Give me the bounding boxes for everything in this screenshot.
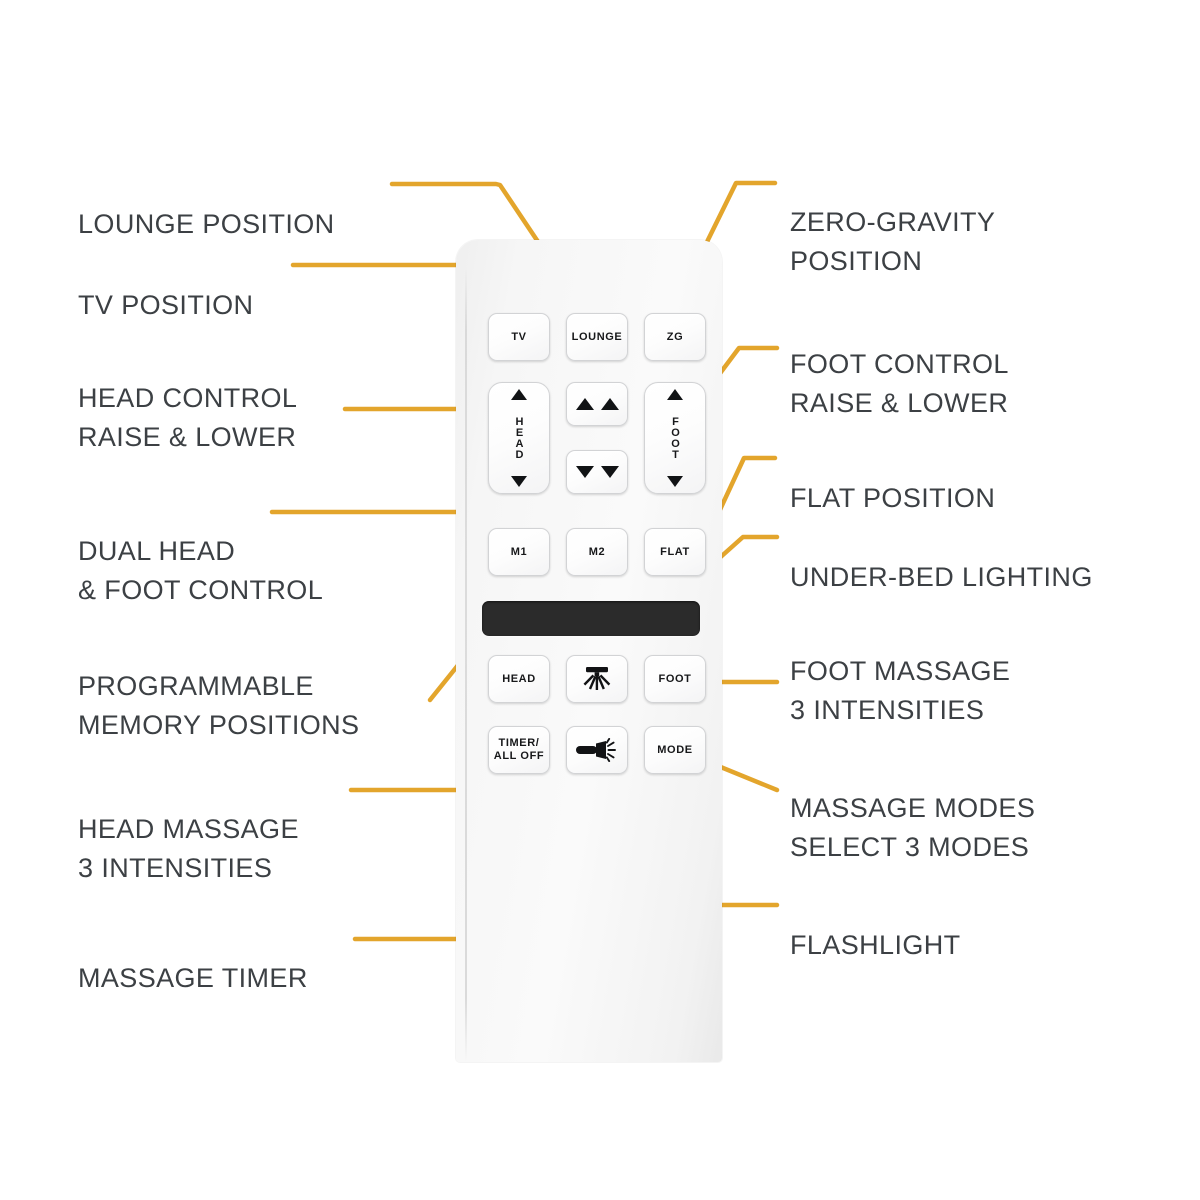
button-head-raise-lower[interactable]: HEAD	[488, 382, 550, 494]
callout-tv-position: TV POSITION	[78, 248, 253, 325]
button-memory-m2[interactable]: M2	[566, 528, 628, 576]
button-head-massage[interactable]: HEAD	[488, 655, 550, 703]
callout-foot-control: FOOT CONTROL RAISE & LOWER	[790, 307, 1009, 422]
button-foot-massage[interactable]: FOOT	[644, 655, 706, 703]
button-timer-all-off-label: TIMER/ ALL OFF	[493, 737, 545, 762]
callout-head-control: HEAD CONTROL RAISE & LOWER	[78, 341, 297, 456]
callout-lounge-position-label: LOUNGE POSITION	[78, 209, 335, 240]
callout-foot-massage-label: FOOT MASSAGE 3 INTENSITIES	[790, 656, 1011, 725]
callout-flat-position: FLAT POSITION	[790, 441, 995, 518]
button-dual-head-foot-lower[interactable]	[566, 450, 628, 494]
callout-foot-control-label: FOOT CONTROL RAISE & LOWER	[790, 349, 1009, 418]
button-flat-position[interactable]: FLAT	[644, 528, 706, 576]
button-zg-label: ZG	[666, 330, 684, 343]
button-m1-label: M1	[510, 545, 528, 558]
button-tv-label: TV	[511, 330, 527, 343]
under-bed-light-icon	[583, 667, 611, 690]
button-head-vertical-label: HEAD	[513, 416, 526, 460]
button-foot-raise-lower[interactable]: FOOT	[644, 382, 706, 494]
triangle-up-icon	[511, 389, 527, 400]
button-mode-label: MODE	[657, 743, 693, 756]
button-foot-massage-label: FOOT	[658, 672, 692, 685]
triangle-down-icon	[667, 476, 683, 487]
button-tv-position[interactable]: TV	[488, 313, 550, 361]
callout-head-control-label: HEAD CONTROL RAISE & LOWER	[78, 383, 298, 452]
callout-dual-head-foot-control: DUAL HEAD & FOOT CONTROL	[78, 494, 323, 609]
callout-massage-timer: MASSAGE TIMER	[78, 921, 308, 998]
callout-under-bed-lighting-label: UNDER-BED LIGHTING	[790, 562, 1093, 593]
callout-flashlight-label: FLASHLIGHT	[790, 930, 961, 961]
callout-massage-modes-label: MASSAGE MODES SELECT 3 MODES	[790, 793, 1036, 862]
button-head-massage-label: HEAD	[502, 672, 536, 685]
button-massage-timer-all-off[interactable]: TIMER/ ALL OFF	[488, 726, 550, 774]
callout-head-massage-label: HEAD MASSAGE 3 INTENSITIES	[78, 814, 299, 883]
double-triangle-up-icon	[575, 398, 619, 410]
display-panel	[482, 601, 700, 636]
button-m2-label: M2	[588, 545, 606, 558]
callout-dual-head-foot-control-label: DUAL HEAD & FOOT CONTROL	[78, 536, 324, 605]
callout-flashlight: FLASHLIGHT	[790, 888, 961, 965]
callout-flat-position-label: FLAT POSITION	[790, 483, 996, 514]
triangle-up-icon	[667, 389, 683, 400]
callout-tv-position-label: TV POSITION	[78, 290, 254, 321]
double-triangle-down-icon	[575, 466, 619, 478]
button-lounge-position[interactable]: LOUNGE	[566, 313, 628, 361]
callout-head-massage: HEAD MASSAGE 3 INTENSITIES	[78, 772, 299, 887]
callout-lounge-position: LOUNGE POSITION	[78, 167, 335, 244]
remote-control-body: TV LOUNGE ZG HEAD FOOT	[456, 240, 722, 1062]
flashlight-icon	[576, 738, 616, 762]
button-dual-head-foot-raise[interactable]	[566, 382, 628, 426]
button-foot-vertical-label: FOOT	[669, 416, 682, 460]
callout-programmable-memory: PROGRAMMABLE MEMORY POSITIONS	[78, 629, 359, 744]
callout-massage-modes: MASSAGE MODES SELECT 3 MODES	[790, 751, 1035, 866]
callout-zero-gravity-position: ZERO-GRAVITY POSITION	[790, 165, 995, 280]
button-memory-m1[interactable]: M1	[488, 528, 550, 576]
button-flat-label: FLAT	[660, 545, 690, 558]
callout-zero-gravity-position-label: ZERO-GRAVITY POSITION	[790, 207, 996, 276]
callout-under-bed-lighting: UNDER-BED LIGHTING	[790, 520, 1093, 597]
button-flashlight[interactable]	[566, 726, 628, 774]
callout-programmable-memory-label: PROGRAMMABLE MEMORY POSITIONS	[78, 671, 360, 740]
callout-foot-massage: FOOT MASSAGE 3 INTENSITIES	[790, 614, 1010, 729]
triangle-down-icon	[511, 476, 527, 487]
button-under-bed-lighting[interactable]	[566, 655, 628, 703]
button-massage-mode[interactable]: MODE	[644, 726, 706, 774]
button-lounge-label: LOUNGE	[571, 330, 623, 343]
button-zero-gravity-position[interactable]: ZG	[644, 313, 706, 361]
callout-massage-timer-label: MASSAGE TIMER	[78, 963, 308, 994]
